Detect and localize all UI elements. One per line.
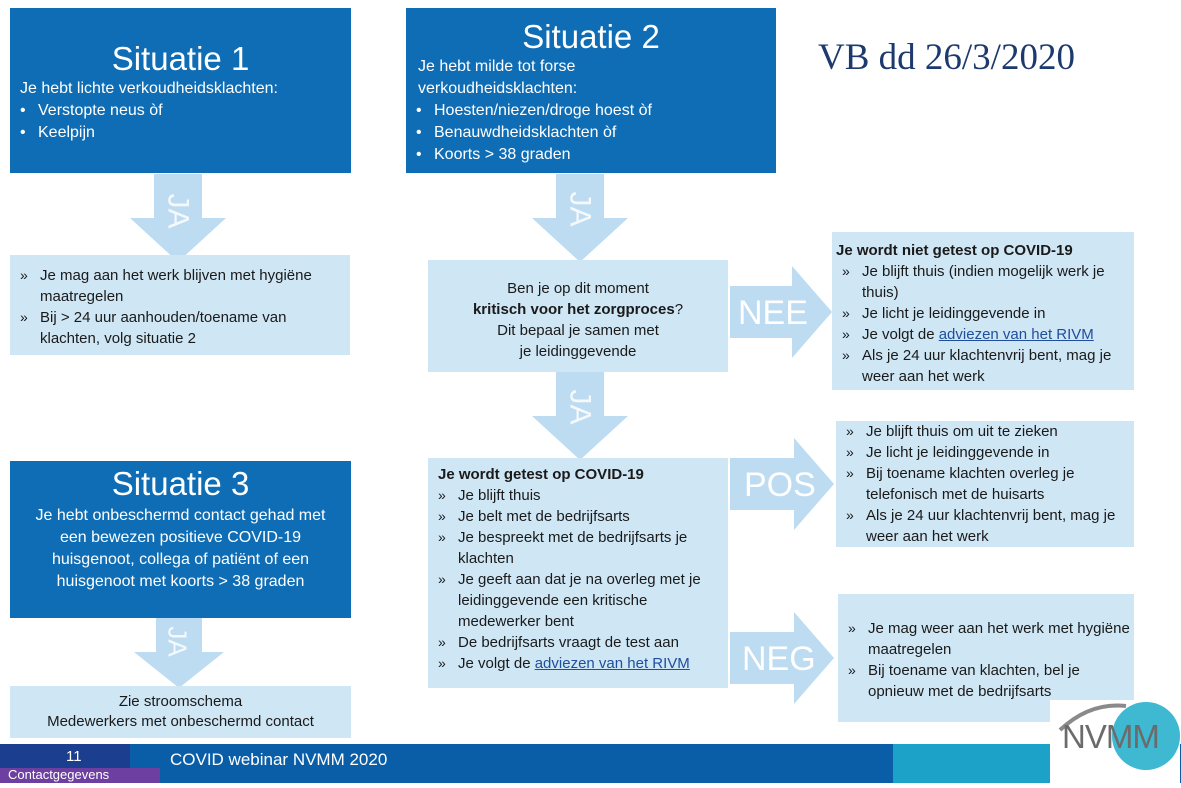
- situatie-1-result-item: Bij > 24 uur aanhouden/toename van klach…: [10, 307, 340, 349]
- nee-heading: Je wordt niet getest op COVID-19: [836, 242, 1073, 259]
- situatie-2-bullet: Benauwdheidsklachten òf: [406, 122, 776, 144]
- critical-down-arrow: JA: [532, 372, 628, 460]
- situatie-3-result-line: Medewerkers met onbeschermd contact: [47, 713, 314, 730]
- question-bold: kritisch voor het zorgproces: [472, 301, 675, 318]
- situatie-1-bullets: Verstopte neus òf Keelpijn: [10, 100, 351, 144]
- critical-question-box: Ben je op dit moment kritisch voor het z…: [428, 260, 728, 372]
- rivm-link[interactable]: adviezen van het RIVM: [534, 655, 690, 672]
- footer-title: COVID webinar NVMM 2020: [170, 750, 388, 769]
- situatie-2-title: Situatie 2: [522, 18, 660, 55]
- situatie-1-title: Situatie 1: [111, 40, 250, 77]
- nee-result-box: Je wordt niet getest op COVID-19 Je blij…: [832, 232, 1134, 390]
- test-item: Je bespreekt met de bedrijfsarts je klac…: [428, 527, 728, 569]
- pos-item: Als je 24 uur klachtenvrij bent, mag je …: [836, 505, 1134, 547]
- neg-arrow: NEG: [730, 612, 834, 704]
- footer-contact-link[interactable]: Contactgegevens: [8, 767, 110, 782]
- nee-arrow: NEE: [730, 266, 832, 358]
- nvmm-logo-mark: [1050, 700, 1180, 783]
- situatie-2-bullet: Koorts > 38 graden: [406, 144, 776, 166]
- neg-item: Je mag weer aan het werk met hygiëne maa…: [838, 618, 1134, 660]
- situatie-3-result: Zie stroomschema Medewerkers met onbesch…: [10, 686, 351, 738]
- question-line: Dit bepaal je samen met: [497, 322, 659, 339]
- situatie-1-down-arrow: JA: [130, 174, 226, 262]
- pos-result-box: Je blijft thuis om uit te zieken Je lich…: [836, 421, 1134, 547]
- nee-item: Als je 24 uur klachtenvrij bent, mag je …: [832, 345, 1134, 387]
- nvmm-logo-text: NVMM: [1062, 718, 1160, 755]
- question-mark: ?: [674, 301, 684, 318]
- situatie-3-text: Je hebt onbeschermd contact gehad met ee…: [35, 507, 326, 590]
- test-item: Je geeft aan dat je na overleg met je le…: [428, 569, 728, 632]
- situatie-1-intro: Je hebt lichte verkoudheidsklachten:: [20, 80, 278, 97]
- pos-item: Je blijft thuis om uit te zieken: [836, 421, 1134, 442]
- footer-page-number: 11: [66, 748, 82, 765]
- date-stamp: VB dd 26/3/2020: [818, 37, 1075, 78]
- arrow-label-ja: JA: [563, 191, 597, 227]
- pos-arrow: POS: [730, 438, 834, 530]
- pos-item: Bij toename klachten overleg je telefoni…: [836, 463, 1134, 505]
- situatie-3-result-line: Zie stroomschema: [118, 693, 243, 710]
- test-item: Je belt met de bedrijfsarts: [428, 506, 728, 527]
- arrow-label-ja: JA: [162, 626, 193, 657]
- test-box: Je wordt getest op COVID-19 Je blijft th…: [428, 458, 728, 688]
- pos-label: POS: [744, 466, 816, 504]
- situatie-1-box: Situatie 1 Je hebt lichte verkoudheidskl…: [10, 8, 351, 173]
- arrow-label-ja: JA: [161, 193, 195, 229]
- test-item: De bedrijfsarts vraagt de test aan: [428, 632, 728, 653]
- question-line: je leidinggevende: [519, 343, 637, 360]
- footer-bar: 11 Contactgegevens COVID webinar NVMM 20…: [0, 744, 1181, 783]
- nee-label: NEE: [738, 294, 808, 332]
- neg-item: Bij toename van klachten, bel je opnieuw…: [838, 660, 1134, 702]
- question-line: Ben je op dit moment: [507, 280, 649, 297]
- rivm-link[interactable]: adviezen van het RIVM: [938, 326, 1094, 343]
- neg-label: NEG: [742, 640, 816, 678]
- test-heading: Je wordt getest op COVID-19: [438, 466, 644, 483]
- situatie-1-bullet: Keelpijn: [10, 122, 351, 144]
- situatie-1-result: Je mag aan het werk blijven met hygiëne …: [10, 255, 350, 355]
- situatie-2-box: Situatie 2 Je hebt milde tot forse verko…: [406, 8, 776, 173]
- pos-item: Je licht je leidinggevende in: [836, 442, 1134, 463]
- test-item: Je volgt de adviezen van het RIVM: [428, 653, 728, 674]
- nee-item: Je licht je leidinggevende in: [832, 303, 1134, 324]
- nee-item: Je volgt de adviezen van het RIVM: [832, 324, 1134, 345]
- arrow-label-ja: JA: [563, 389, 597, 425]
- footer-contact-block: [0, 768, 160, 783]
- situatie-1-result-item: Je mag aan het werk blijven met hygiëne …: [10, 265, 340, 307]
- situatie-3-down-arrow: JA: [134, 618, 224, 688]
- nvmm-logo: NVMM: [1050, 700, 1180, 783]
- situatie-2-down-arrow: JA: [532, 174, 628, 262]
- situatie-2-bullet: Hoesten/niezen/droge hoest òf: [406, 100, 776, 122]
- nee-item: Je blijft thuis (indien mogelijk werk je…: [832, 261, 1134, 303]
- situatie-1-bullet: Verstopte neus òf: [10, 100, 351, 122]
- situatie-3-box: Situatie 3 Je hebt onbeschermd contact g…: [10, 461, 351, 618]
- situatie-3-title: Situatie 3: [111, 465, 250, 502]
- situatie-2-bullets: Hoesten/niezen/droge hoest òf Benauwdhei…: [406, 100, 776, 166]
- test-item: Je blijft thuis: [428, 485, 728, 506]
- situatie-2-intro: Je hebt milde tot forse verkoudheidsklac…: [418, 58, 578, 97]
